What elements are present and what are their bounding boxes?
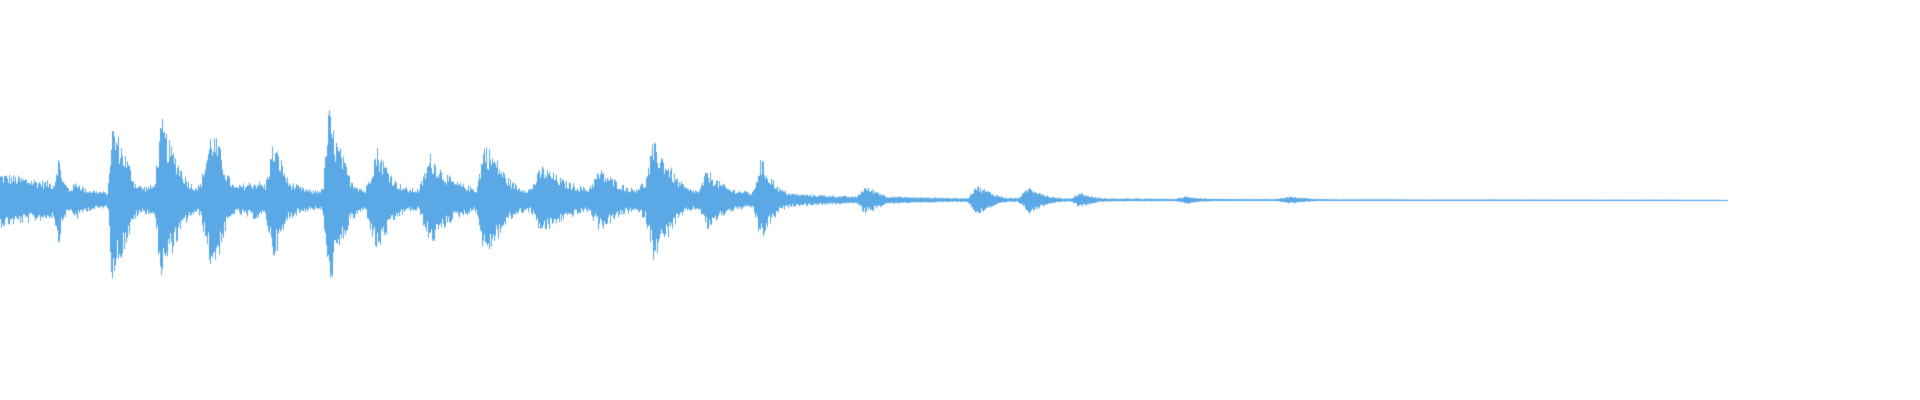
audio-waveform[interactable] [0,0,1920,400]
